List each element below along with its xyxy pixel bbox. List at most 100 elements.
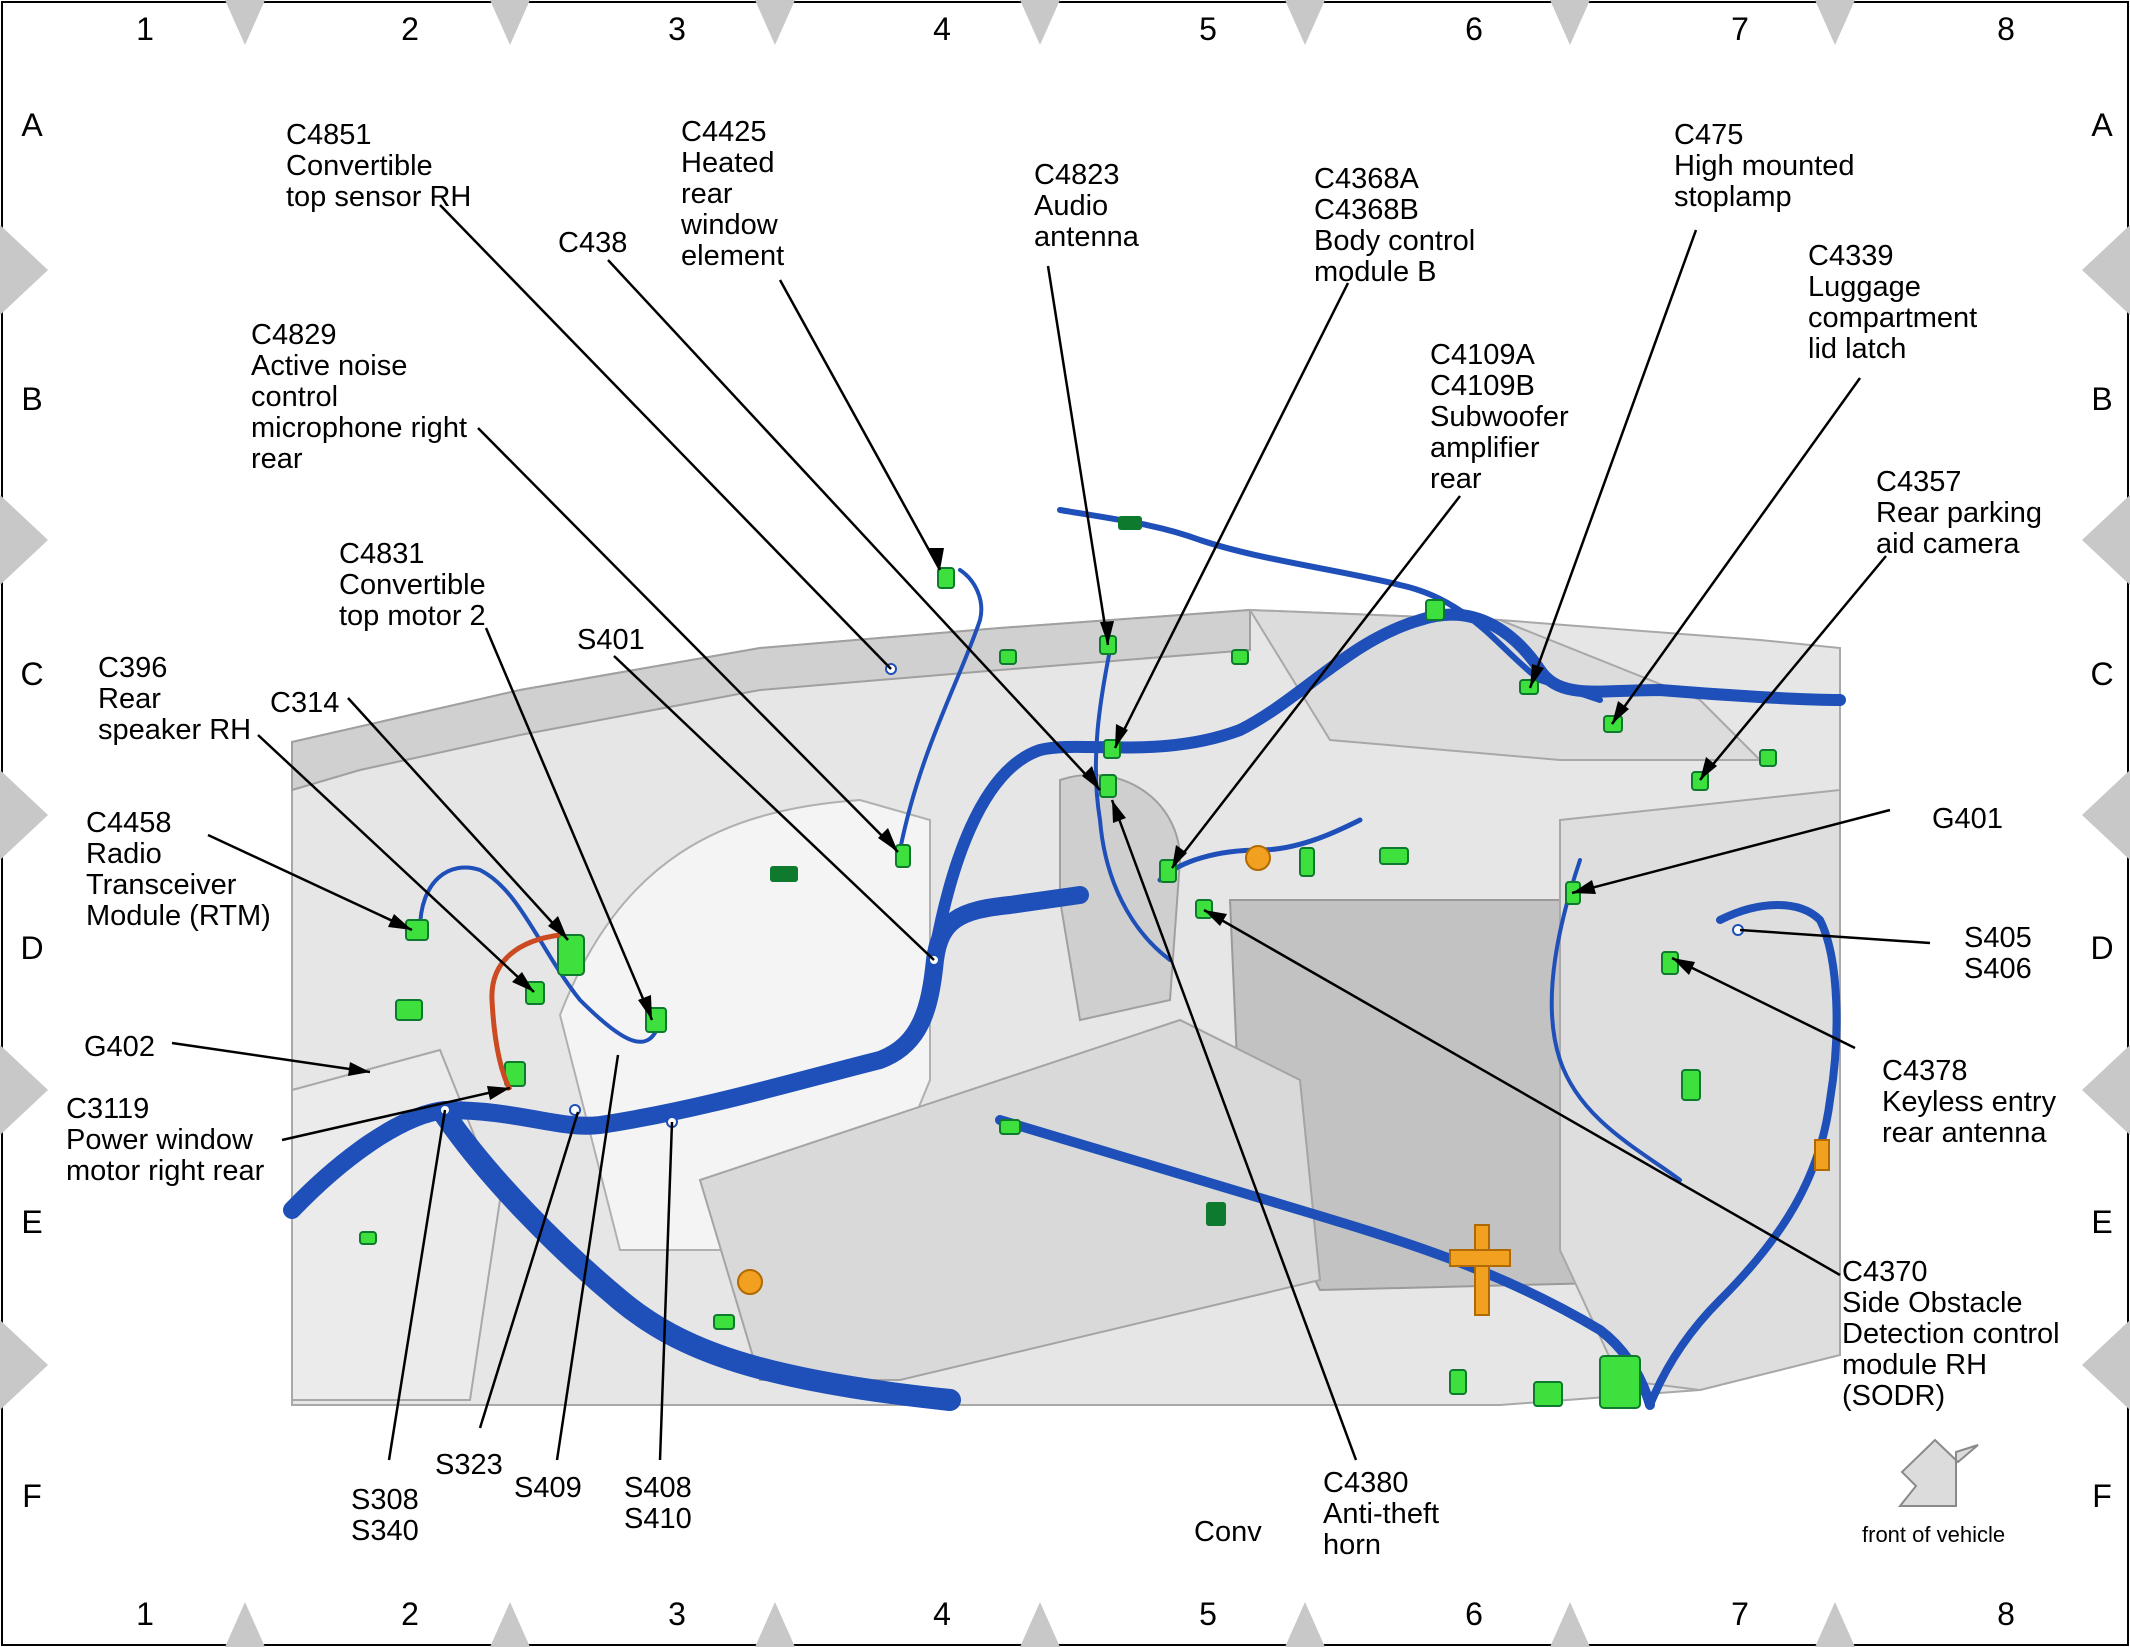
grid-col-1: 1 xyxy=(136,1596,154,1632)
leader-s405 xyxy=(1739,928,1931,945)
label-c4368: C4368A C4368B Body control module B xyxy=(1314,163,1483,288)
grid-col-1: 1 xyxy=(136,11,154,47)
leader-g402 xyxy=(171,1041,371,1074)
grid-col-8: 8 xyxy=(1997,1596,2015,1632)
grid-col-7: 7 xyxy=(1731,11,1749,47)
arrow-c4357 xyxy=(1700,757,1717,780)
leader-c4458 xyxy=(207,833,413,932)
arrow-c4823 xyxy=(1100,621,1114,645)
grid-col-2: 2 xyxy=(401,11,419,47)
grid-row-d: D xyxy=(20,930,43,966)
arrow-g402 xyxy=(348,1062,370,1076)
label-c4109: C4109A C4109B Subwoofer amplifier rear xyxy=(1430,339,1577,495)
arrow-c314 xyxy=(548,916,568,940)
arrow-c4829 xyxy=(878,828,898,852)
label-g401: G401 xyxy=(1932,803,2003,835)
arrow-c4458 xyxy=(388,914,412,930)
connector-c4458 xyxy=(405,919,429,941)
label-g402: G402 xyxy=(84,1031,155,1063)
arrow-c475 xyxy=(1530,664,1544,688)
label-c4458: C4458 Radio Transceiver Module (RTM) xyxy=(86,807,271,932)
label-c4357: C4357 Rear parking aid camera xyxy=(1876,466,2050,560)
grid-col-4: 4 xyxy=(933,1596,951,1632)
label-c4339: C4339 Luggage compartment lid latch xyxy=(1808,240,1985,365)
connector-c4109 xyxy=(1159,859,1177,883)
grid-col-8: 8 xyxy=(1997,11,2015,47)
grid-row-f: F xyxy=(2092,1478,2112,1514)
harness-center-branch xyxy=(898,568,984,852)
label-s401: S401 xyxy=(577,624,645,656)
grid-row-e: E xyxy=(2091,1204,2112,1240)
arrow-c438 xyxy=(1082,766,1100,790)
harness-top-lid xyxy=(1057,507,1603,703)
connector-c475 xyxy=(1519,679,1539,695)
grid-col-6: 6 xyxy=(1465,1596,1483,1632)
grid-col-5: 5 xyxy=(1199,1596,1217,1632)
leader-c4425 xyxy=(778,279,942,571)
label-c4425: C4425 Heated rear window element xyxy=(680,116,786,272)
connector-c4378 xyxy=(1661,951,1679,975)
arrow-c4380 xyxy=(1112,800,1126,823)
grid-rows-left: A B C D E F xyxy=(20,107,43,1514)
g402-wire xyxy=(489,932,561,1092)
label-s409: S409 xyxy=(514,1472,582,1504)
connector-extra-7 xyxy=(1449,1369,1467,1395)
grid-row-b: B xyxy=(21,381,42,417)
label-c475: C475 High mounted stoplamp xyxy=(1674,119,1863,213)
arrow-c4831 xyxy=(638,995,652,1020)
connector-extra-6 xyxy=(1533,1381,1563,1407)
leader-s401 xyxy=(613,655,935,961)
leader-c3119 xyxy=(281,1086,511,1142)
label-c396: C396 Rear speaker RH xyxy=(98,652,251,746)
label-c4823: C4823 Audio antenna xyxy=(1034,159,1140,253)
connector-extra-9 xyxy=(713,1314,735,1330)
label-s308: S308 S340 xyxy=(351,1484,427,1547)
leader-c4831 xyxy=(484,627,654,1021)
connector-c4829 xyxy=(895,844,911,868)
harness-lower-left xyxy=(434,1104,961,1411)
ground-studs xyxy=(489,845,1830,1316)
grid-row-c: C xyxy=(2090,656,2113,692)
label-c438: C438 xyxy=(558,227,627,259)
grid-col-3: 3 xyxy=(668,1596,686,1632)
grid-row-c: C xyxy=(20,656,43,692)
leader-c4370 xyxy=(1203,908,1841,1277)
connectors xyxy=(359,567,1777,1409)
grid-row-b: B xyxy=(2091,381,2112,417)
harness-right xyxy=(1646,901,1841,1409)
connector-extra-2 xyxy=(1299,847,1315,877)
callout-labels: C4851 Convertible top sensor RH C4425 He… xyxy=(66,116,2060,1561)
label-s408: S408 S410 xyxy=(624,1472,700,1535)
label-s323: S323 xyxy=(435,1449,503,1481)
label-c4851: C4851 Convertible top sensor RH xyxy=(286,119,471,213)
harness-main-upper xyxy=(929,608,1846,956)
leader-c396 xyxy=(257,734,535,993)
leader-c4339 xyxy=(1610,377,1862,725)
connector-extra-10 xyxy=(359,1231,377,1245)
grid-col-4: 4 xyxy=(933,11,951,47)
ground-stud-4 xyxy=(1449,1249,1511,1267)
grid-row-f: F xyxy=(22,1478,42,1514)
grid-row-d: D xyxy=(2090,930,2113,966)
leader-s323 xyxy=(478,1111,580,1429)
harness-floor xyxy=(995,1115,1655,1410)
grid-row-a: A xyxy=(2091,107,2113,143)
grid-columns-bottom: 1 2 3 4 5 6 7 8 xyxy=(136,1596,2015,1632)
connector-extra-4 xyxy=(1681,1069,1701,1101)
connector-c438 xyxy=(1099,774,1117,798)
harness-antenna-branch xyxy=(1093,648,1172,962)
leader-c4823 xyxy=(1046,265,1110,646)
arrow-c4370 xyxy=(1204,910,1227,926)
leader-c4109 xyxy=(1171,495,1461,869)
arrow-c4339 xyxy=(1612,701,1629,724)
leader-c4829 xyxy=(477,427,899,853)
leader-c4368 xyxy=(1113,282,1350,749)
leader-lines xyxy=(171,204,1931,1461)
label-c3119: C3119 Power window motor right rear xyxy=(66,1093,265,1187)
connector-dark-1 xyxy=(1118,516,1142,530)
grid-col-6: 6 xyxy=(1465,11,1483,47)
vehicle-body xyxy=(291,608,1841,1406)
arrow-g401 xyxy=(1572,880,1596,894)
dark-connectors xyxy=(770,516,1226,1226)
